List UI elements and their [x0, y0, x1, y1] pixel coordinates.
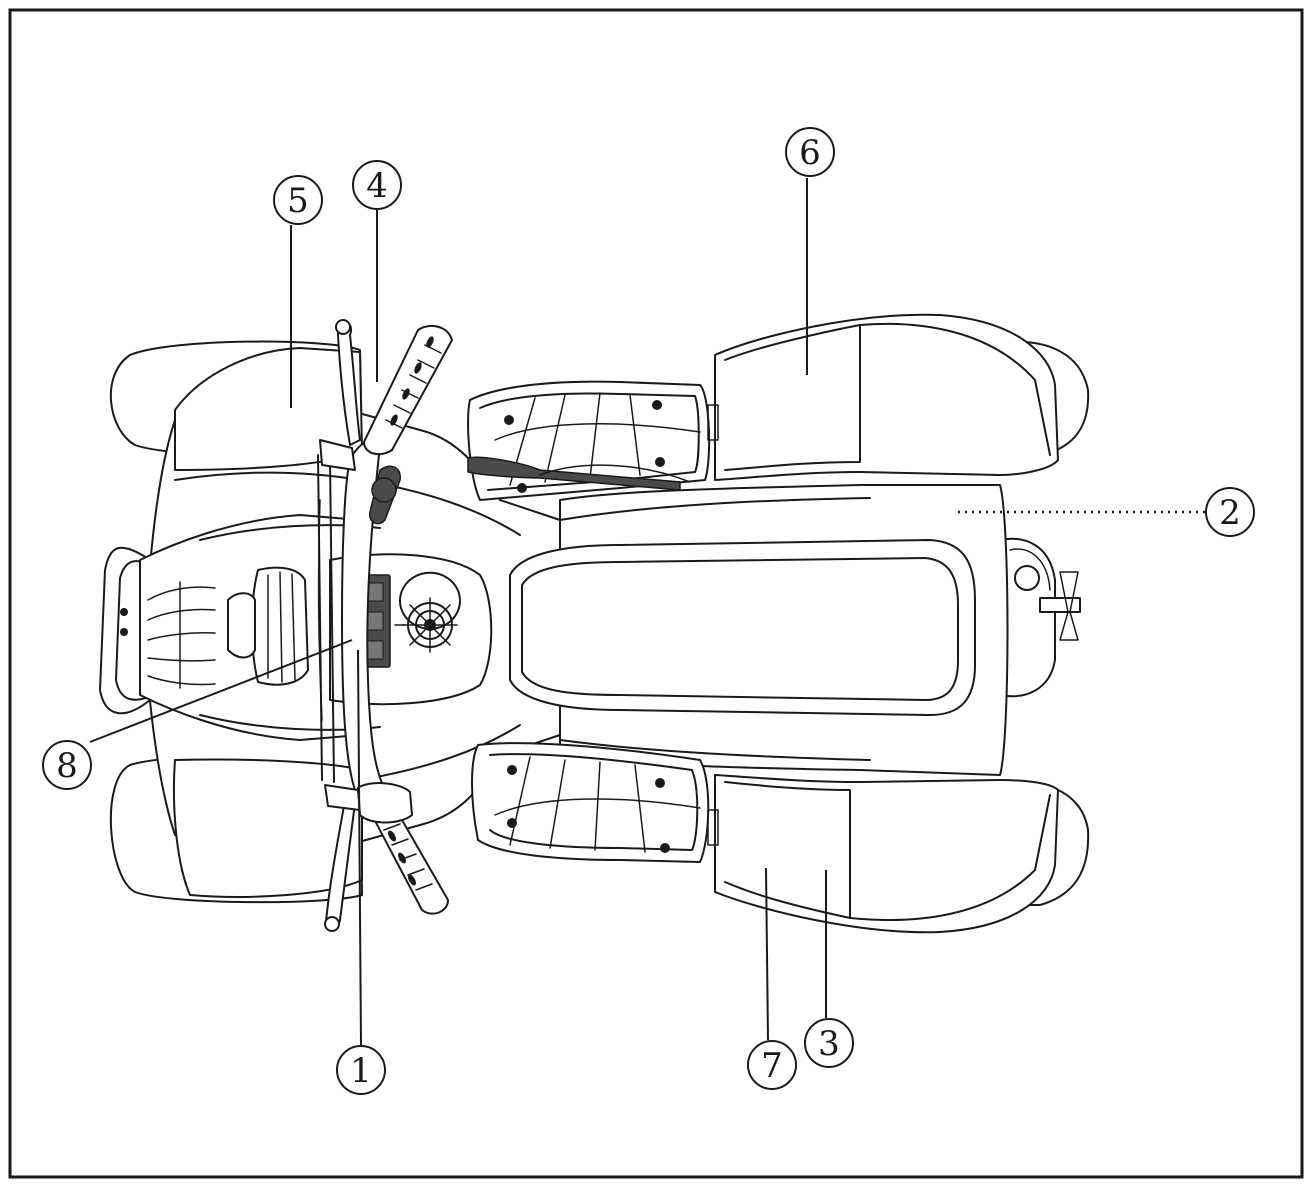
handlebar	[317, 319, 401, 932]
callout-5-label: 5	[287, 181, 309, 221]
callout-3: 3	[804, 1018, 854, 1068]
front-grille	[147, 581, 216, 689]
callout-1-label: 1	[350, 1051, 372, 1091]
callout-8: 8	[42, 740, 92, 790]
callout-6-label: 6	[799, 133, 821, 173]
rear-right-fender	[714, 774, 1059, 934]
callout-8-label: 8	[56, 746, 78, 786]
callout-2: 2	[1205, 487, 1255, 537]
callout-6: 6	[785, 127, 835, 177]
left-grip	[357, 782, 449, 915]
callout-1: 1	[336, 1045, 386, 1095]
right-throttle-grip	[363, 324, 453, 456]
callout-4: 4	[352, 160, 402, 210]
right-footrest	[471, 742, 710, 863]
callout-7-label: 7	[761, 1046, 783, 1086]
callout-7: 7	[747, 1040, 797, 1090]
leader-8	[89, 639, 353, 743]
leader-7	[765, 867, 769, 1041]
leader-1	[357, 649, 362, 1046]
gear-lever	[467, 456, 681, 491]
seat	[509, 539, 976, 716]
rear-hitch	[999, 537, 1081, 698]
rear-left-fender	[714, 313, 1059, 481]
callout-4-label: 4	[366, 166, 388, 206]
callout-5: 5	[273, 175, 323, 225]
callout-2-label: 2	[1219, 493, 1241, 533]
front-right-fender	[172, 758, 363, 898]
leader-lines	[89, 178, 1205, 1046]
callout-3-label: 3	[818, 1024, 840, 1064]
